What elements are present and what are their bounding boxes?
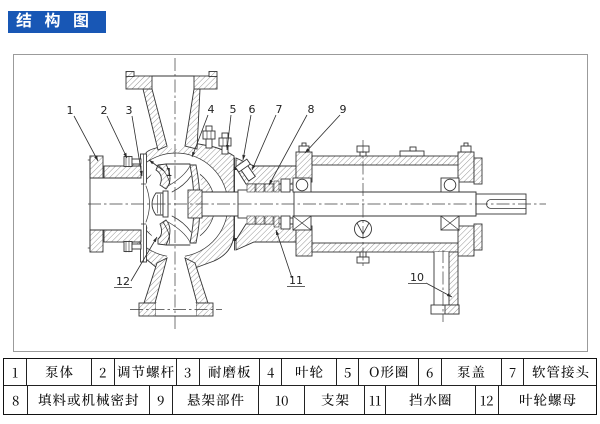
part-name [524, 359, 596, 385]
table-row [4, 359, 596, 387]
impeller [145, 163, 203, 246]
packing-ring [246, 215, 256, 225]
callout-5: 5 [226, 103, 237, 151]
callout-number: 12 [116, 275, 130, 288]
ball-bearing-top [440, 177, 460, 193]
callout-9: 9 [304, 103, 347, 154]
part-name [28, 386, 150, 414]
housing-flange-top [295, 151, 313, 183]
part-name [27, 359, 93, 386]
gland [280, 178, 291, 193]
flange-bolt [460, 145, 472, 153]
packing-ring [246, 183, 256, 193]
callout-number: 1 [67, 104, 74, 117]
part-name [499, 386, 596, 413]
housing-flange-bottom [295, 225, 313, 257]
callout-number: 7 [276, 103, 283, 116]
callout-number: 3 [126, 104, 133, 117]
section-header [8, 11, 106, 33]
callout-1: 1 [67, 104, 99, 162]
centerlines [88, 58, 546, 330]
part-number [260, 359, 283, 386]
callouts: 1 2 3 4 5 6 7 8 9 10 11 12 1 [67, 103, 453, 298]
slinger-ring [273, 215, 280, 228]
hose-connector [234, 158, 256, 182]
discharge-bore [152, 76, 194, 149]
packing-ring [264, 183, 274, 193]
suction-wall-top [103, 165, 142, 179]
housing-boss [399, 150, 425, 157]
callout-10: 10 [408, 271, 453, 298]
part-number [259, 386, 305, 414]
callout-4: 4 [191, 103, 215, 158]
adjusting-screw-head [123, 156, 133, 167]
part-number [4, 386, 28, 414]
part-number [337, 359, 360, 386]
suction-flange-bottom [89, 229, 104, 253]
callout-12: 12 [114, 236, 158, 288]
part-name [282, 359, 337, 386]
part-number [502, 359, 525, 386]
bearing-cap-bottom [473, 223, 483, 251]
part-name [359, 359, 420, 386]
callout-7: 7 [251, 103, 283, 171]
callout-1: 1 [148, 159, 173, 179]
callout-number: 4 [208, 103, 215, 116]
callout-2: 2 [101, 104, 128, 159]
pump-cross-section [87, 71, 527, 317]
housing-end-bottom [457, 225, 475, 257]
support-bracket [448, 251, 459, 306]
impeller-blade [167, 165, 191, 187]
part-name [305, 386, 365, 414]
part-number [365, 386, 386, 414]
housing-shell-bottom [311, 242, 461, 253]
table-row [4, 386, 596, 414]
slinger-ring [273, 180, 280, 193]
discharge-flange-right [193, 75, 218, 90]
packing-ring [255, 183, 265, 193]
packing-ring [255, 215, 265, 225]
callout-number: 2 [101, 104, 108, 117]
impeller-front-shroud [155, 163, 171, 190]
parts-table [3, 358, 597, 415]
part-number [419, 359, 442, 386]
part-number [4, 359, 28, 386]
o-ring [233, 167, 237, 170]
callout-8: 8 [268, 103, 315, 186]
drain-bore [155, 256, 197, 303]
part-number [150, 386, 173, 414]
callout-3: 3 [126, 104, 143, 177]
part-number [92, 359, 115, 386]
callout-number: 5 [230, 103, 237, 116]
callout-11: 11 [275, 229, 305, 287]
part-name [386, 386, 476, 414]
packing-ring [264, 215, 274, 225]
callout-number: 11 [289, 274, 303, 287]
housing-shell-top [311, 155, 461, 166]
housing-end-top [457, 151, 475, 183]
callout-number: 6 [249, 103, 256, 116]
discharge-flange-left [125, 75, 153, 90]
callout-number: 8 [308, 103, 315, 116]
gland [280, 215, 291, 230]
callout-6: 6 [242, 103, 256, 161]
ball-bearing-top [292, 177, 312, 193]
callout-number: 1 [166, 166, 173, 179]
callout-number: 10 [410, 271, 424, 284]
part-name [115, 359, 178, 386]
suction-wall-bottom [103, 229, 142, 243]
bearing-cap-top [473, 157, 483, 185]
adjusting-screw-head [123, 241, 133, 252]
callout-number: 9 [340, 103, 347, 116]
part-name [173, 386, 259, 414]
part-name [442, 359, 502, 386]
part-name [200, 359, 260, 386]
part-number [177, 359, 200, 386]
o-ring [233, 238, 237, 241]
part-number [476, 386, 499, 414]
